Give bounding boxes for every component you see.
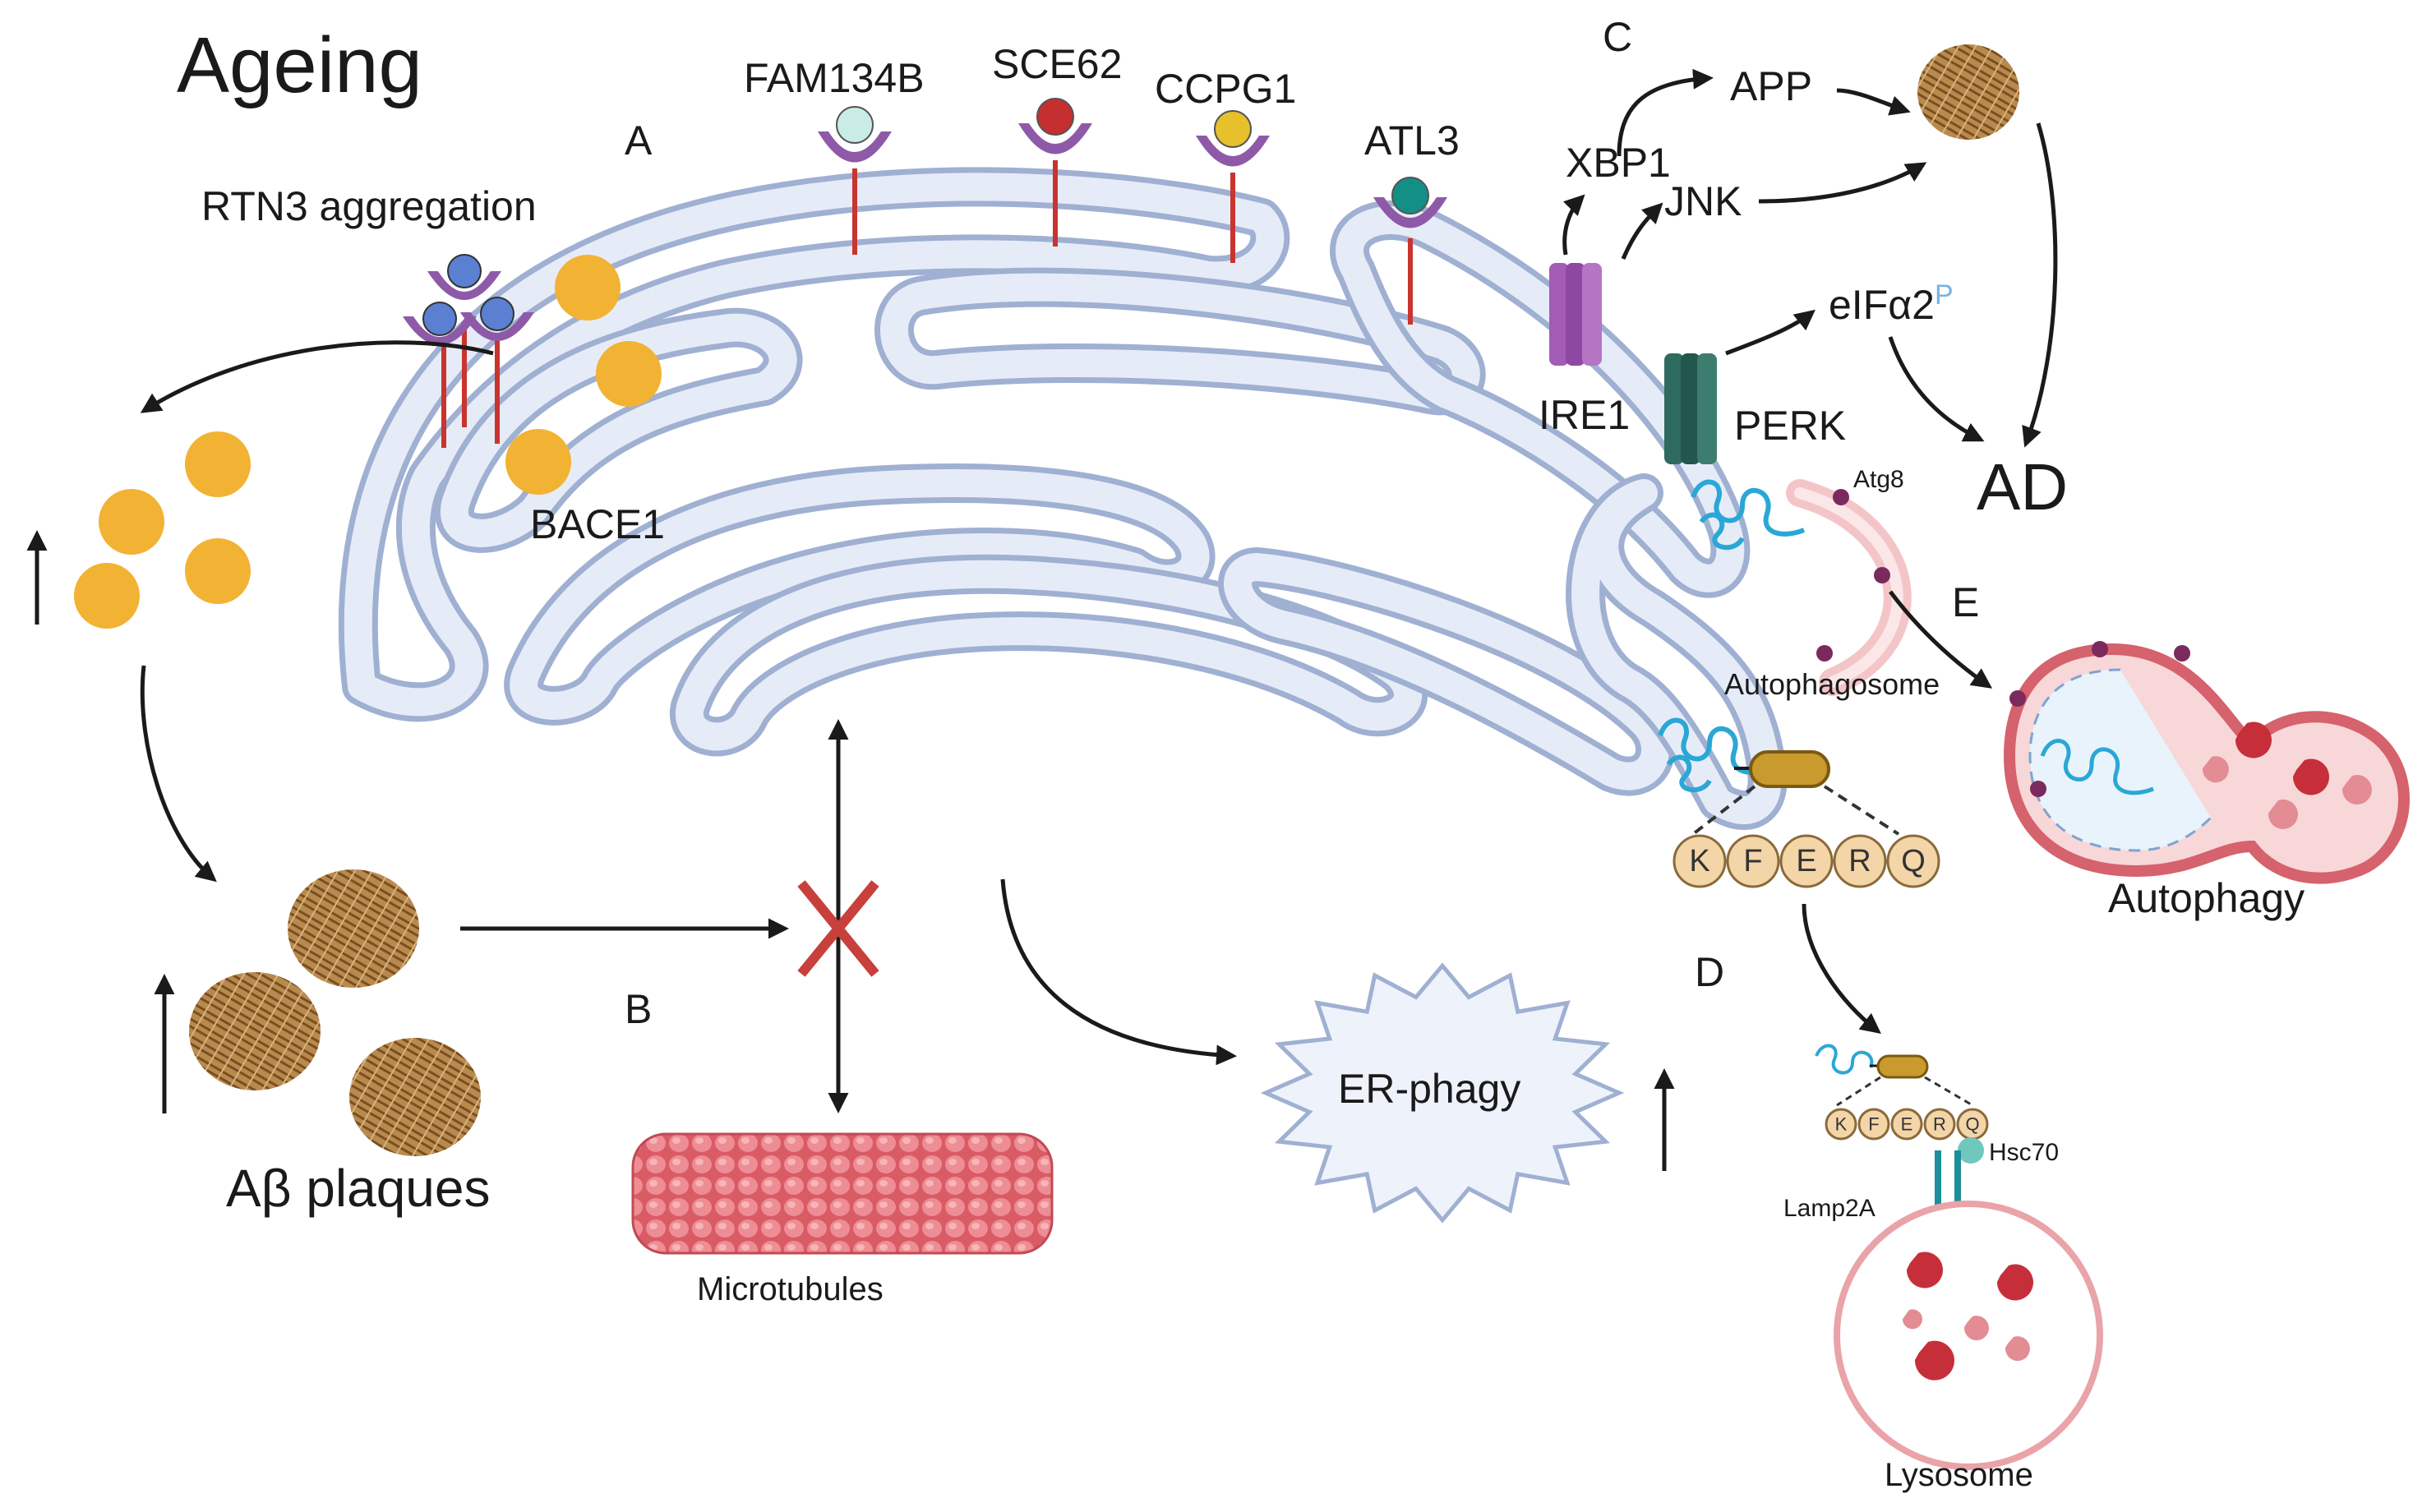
er-sheet-lumen — [1336, 206, 1745, 592]
motif-letter: R — [1933, 1114, 1946, 1135]
cargo-capsule — [1691, 750, 1900, 836]
motif-bead — [1825, 1108, 1857, 1141]
motif-letter: K — [1835, 1114, 1848, 1135]
er-sheet-lumen — [441, 313, 797, 547]
block-x-icon — [797, 880, 879, 977]
motif-bead — [1890, 1108, 1923, 1141]
motif-letter: E — [1901, 1114, 1913, 1135]
label-ab-plaques: Aβ plaques — [226, 1159, 490, 1218]
rtn3-to-ab-arrow — [140, 340, 494, 413]
motif-letter: Q — [1901, 844, 1926, 878]
label-fam134b: FAM134B — [744, 55, 925, 101]
amyloid-beta-cluster — [74, 431, 251, 629]
label-atl3: ATL3 — [1364, 118, 1460, 164]
rtn3-aggregate — [403, 254, 534, 448]
ab-to-plaques-arrow — [140, 665, 217, 883]
cma-small-protein — [1815, 1044, 1973, 1107]
label-ccpg1: CCPG1 — [1155, 66, 1296, 112]
motif-bead — [1886, 834, 1940, 888]
motif-bead — [1857, 1108, 1890, 1141]
label-eif: eIFα2P — [1829, 279, 1954, 328]
microtubules-icon — [631, 1132, 1054, 1255]
ccpg1-receptor — [1196, 110, 1270, 263]
section-d: D — [1695, 949, 1724, 995]
motif-bead — [1833, 834, 1887, 888]
perk-channel — [1664, 353, 1717, 464]
label-lamp2a: Lamp2A — [1783, 1195, 1875, 1222]
motif-letter: R — [1848, 844, 1871, 878]
label-ad: AD — [1977, 450, 2068, 523]
lysosome — [1834, 1201, 2103, 1470]
er-sheet-lumen — [676, 560, 1423, 751]
hsc70-chaperone — [1958, 1137, 1984, 1164]
label-microtubules: Microtubules — [697, 1271, 884, 1307]
motif-letter: F — [1743, 844, 1762, 878]
label-ire1: IRE1 — [1539, 392, 1630, 438]
label-lysosome: Lysosome — [1885, 1457, 2033, 1493]
motif-bead — [1779, 834, 1834, 888]
label-xbp1: XBP1 — [1566, 140, 1671, 186]
to-autophagy-arrow — [1889, 590, 1993, 689]
label-autophagosome: Autophagosome — [1724, 667, 1940, 701]
section-a: A — [625, 118, 653, 164]
label-rtn3: RTN3 aggregation — [201, 183, 537, 229]
endoplasmic-reticulum — [338, 167, 1788, 830]
motif-bead — [1672, 834, 1727, 888]
atl3-receptor — [1373, 177, 1447, 325]
motif-bead — [1726, 834, 1780, 888]
label-jnk: JNK — [1664, 178, 1742, 224]
autolysosome — [2003, 641, 2410, 884]
pathway-c-arrows — [1562, 68, 2058, 448]
title-ageing: Ageing — [177, 21, 422, 109]
misfolded-protein-1 — [1691, 479, 1806, 551]
label-app: APP — [1730, 63, 1812, 109]
er-to-erphagy-arrow — [1000, 878, 1237, 1066]
label-sce62: SCE62 — [992, 41, 1122, 87]
motif-bead — [1923, 1108, 1956, 1141]
er-sheet-lumen — [1224, 553, 1670, 791]
er-sheet-lumen — [344, 173, 1285, 717]
misfolded-protein-2 — [1658, 717, 1773, 793]
label-er-phagy: ER-phagy — [1338, 1066, 1520, 1112]
fam134b-receptor — [818, 106, 892, 255]
label-atg8: Atg8 — [1853, 466, 1904, 493]
amyloid-fibril-c — [1917, 44, 2019, 140]
er-phagy-burst — [1260, 962, 1625, 1224]
section-e: E — [1952, 579, 1979, 625]
motif-letter: E — [1796, 844, 1816, 878]
motif-letter: Q — [1965, 1114, 1979, 1135]
er-sheet-lumen — [1571, 479, 1782, 824]
section-b: B — [625, 986, 652, 1032]
bace1-particles — [505, 255, 662, 495]
sce62-receptor — [1018, 98, 1092, 247]
to-lysosome-arrow — [1802, 903, 1881, 1035]
ire1-channel — [1549, 263, 1602, 366]
motif-letter: F — [1868, 1114, 1879, 1135]
label-perk: PERK — [1734, 403, 1846, 449]
motif-letter: K — [1689, 844, 1709, 878]
er-receptors — [403, 98, 1447, 448]
amyloid-plaques — [189, 869, 481, 1156]
label-bace1: BACE1 — [530, 501, 665, 547]
label-hsc70: Hsc70 — [1989, 1139, 2059, 1166]
section-c: C — [1603, 14, 1632, 60]
phagophore — [1786, 479, 1912, 696]
label-autophagy: Autophagy — [2108, 875, 2305, 921]
